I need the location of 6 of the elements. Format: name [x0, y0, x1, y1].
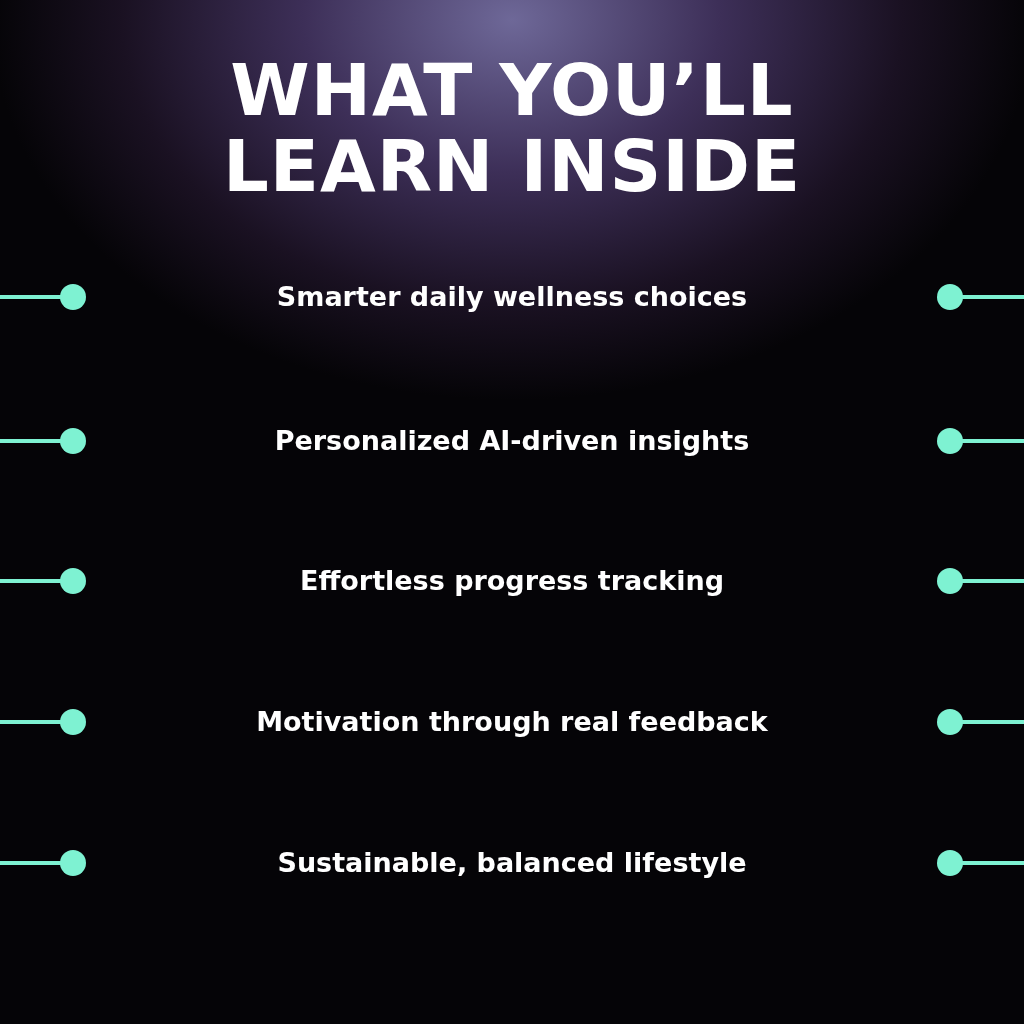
feature-text: Effortless progress tracking [298, 564, 726, 598]
title: WHAT YOU’LL LEARN INSIDE [221, 52, 803, 204]
feature-text: Sustainable, balanced lifestyle [276, 846, 748, 880]
feature-text: Motivation through real feedback [255, 705, 769, 739]
feature-text: Smarter daily wellness choices [275, 280, 749, 314]
feature-text: Personalized AI-driven insights [273, 424, 751, 458]
